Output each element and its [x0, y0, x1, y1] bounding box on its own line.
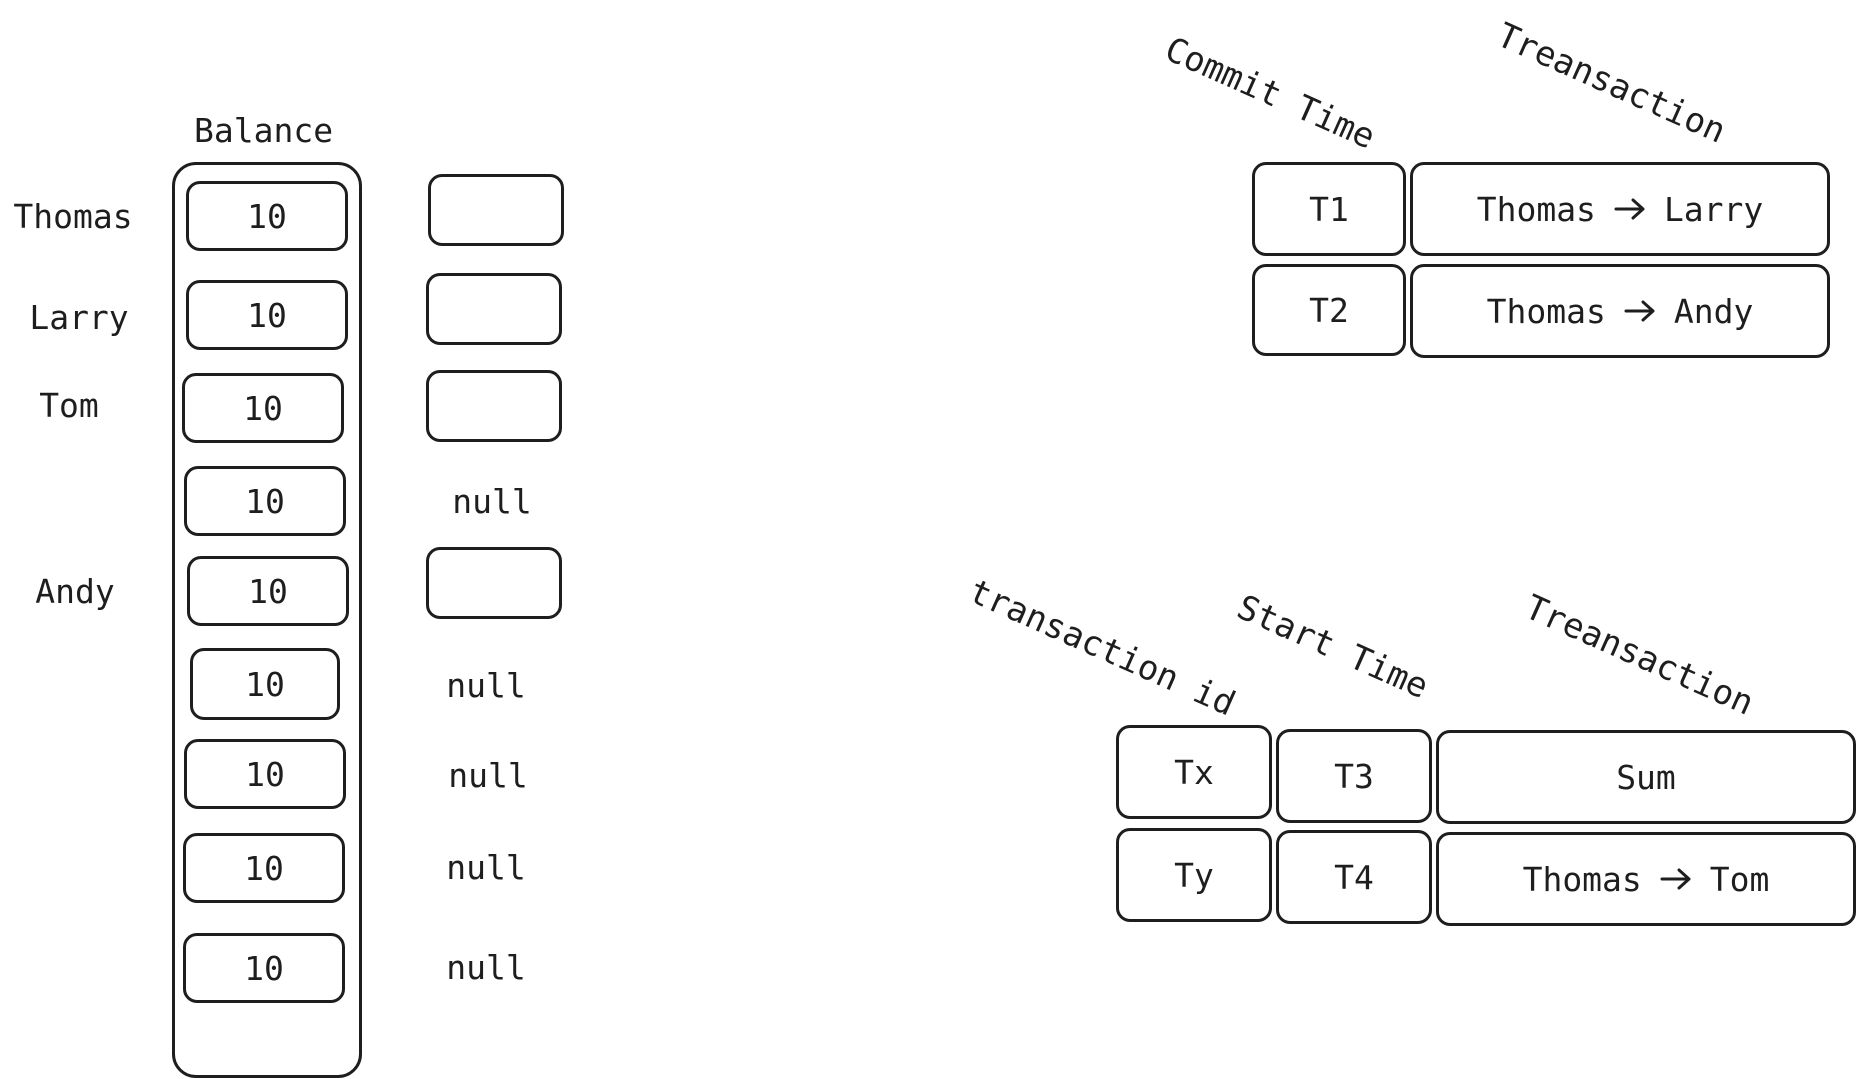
- balance-header: Balance: [194, 111, 334, 150]
- right-arrow-icon: [1614, 198, 1645, 220]
- commit-time-header: Commit Time: [1158, 29, 1381, 158]
- from-account: Thomas: [1486, 291, 1606, 331]
- balance-cell: 10: [187, 556, 349, 626]
- start-time-cell: T4: [1276, 830, 1432, 924]
- commit-time-cell: T1: [1252, 162, 1406, 256]
- start-transaction-cell: Thomas Tom: [1436, 832, 1856, 926]
- balance-cell: 10: [190, 648, 340, 720]
- pointer-cell: [426, 547, 562, 619]
- to-account: Larry: [1663, 189, 1764, 229]
- to-account: Tom: [1709, 859, 1770, 899]
- balance-cell: 10: [183, 833, 345, 903]
- start-transaction-cell: Sum: [1436, 730, 1856, 824]
- account-name: Andy: [35, 572, 115, 611]
- right-arrow-icon: [1624, 300, 1655, 322]
- account-name: Tom: [39, 386, 99, 425]
- null-marker: null: [452, 482, 532, 521]
- transaction-id-header: transaction id: [962, 571, 1242, 725]
- account-name: Thomas: [13, 197, 133, 236]
- pointer-cell: [426, 273, 562, 345]
- balance-cell: 10: [184, 739, 346, 809]
- transaction-id-cell: Ty: [1116, 828, 1272, 922]
- start-time-header: Start Time: [1230, 587, 1435, 708]
- null-marker: null: [446, 666, 526, 705]
- null-marker: null: [446, 848, 526, 887]
- start-time-cell: T3: [1276, 729, 1432, 823]
- null-marker: null: [448, 756, 528, 795]
- pointer-cell: [428, 174, 564, 246]
- commit-transaction-cell: Thomas Larry: [1410, 162, 1830, 256]
- balance-column-frame: [172, 162, 362, 1078]
- transaction-id-cell: Tx: [1116, 725, 1272, 819]
- from-account: Thomas: [1476, 189, 1596, 229]
- start-transaction-header: Treansaction: [1518, 587, 1760, 724]
- balance-cell: 10: [183, 933, 345, 1003]
- account-name: Larry: [29, 298, 129, 337]
- commit-transaction-header: Treansaction: [1490, 15, 1732, 152]
- from-account: Thomas: [1522, 859, 1642, 899]
- balance-cell: 10: [184, 466, 346, 536]
- pointer-cell: [426, 370, 562, 442]
- to-account: Andy: [1673, 291, 1754, 331]
- balance-cell: 10: [182, 373, 344, 443]
- null-marker: null: [446, 948, 526, 987]
- right-arrow-icon: [1660, 868, 1691, 890]
- commit-transaction-cell: Thomas Andy: [1410, 264, 1830, 358]
- balance-cell: 10: [186, 181, 348, 251]
- commit-time-cell: T2: [1252, 264, 1406, 356]
- balance-cell: 10: [186, 280, 348, 350]
